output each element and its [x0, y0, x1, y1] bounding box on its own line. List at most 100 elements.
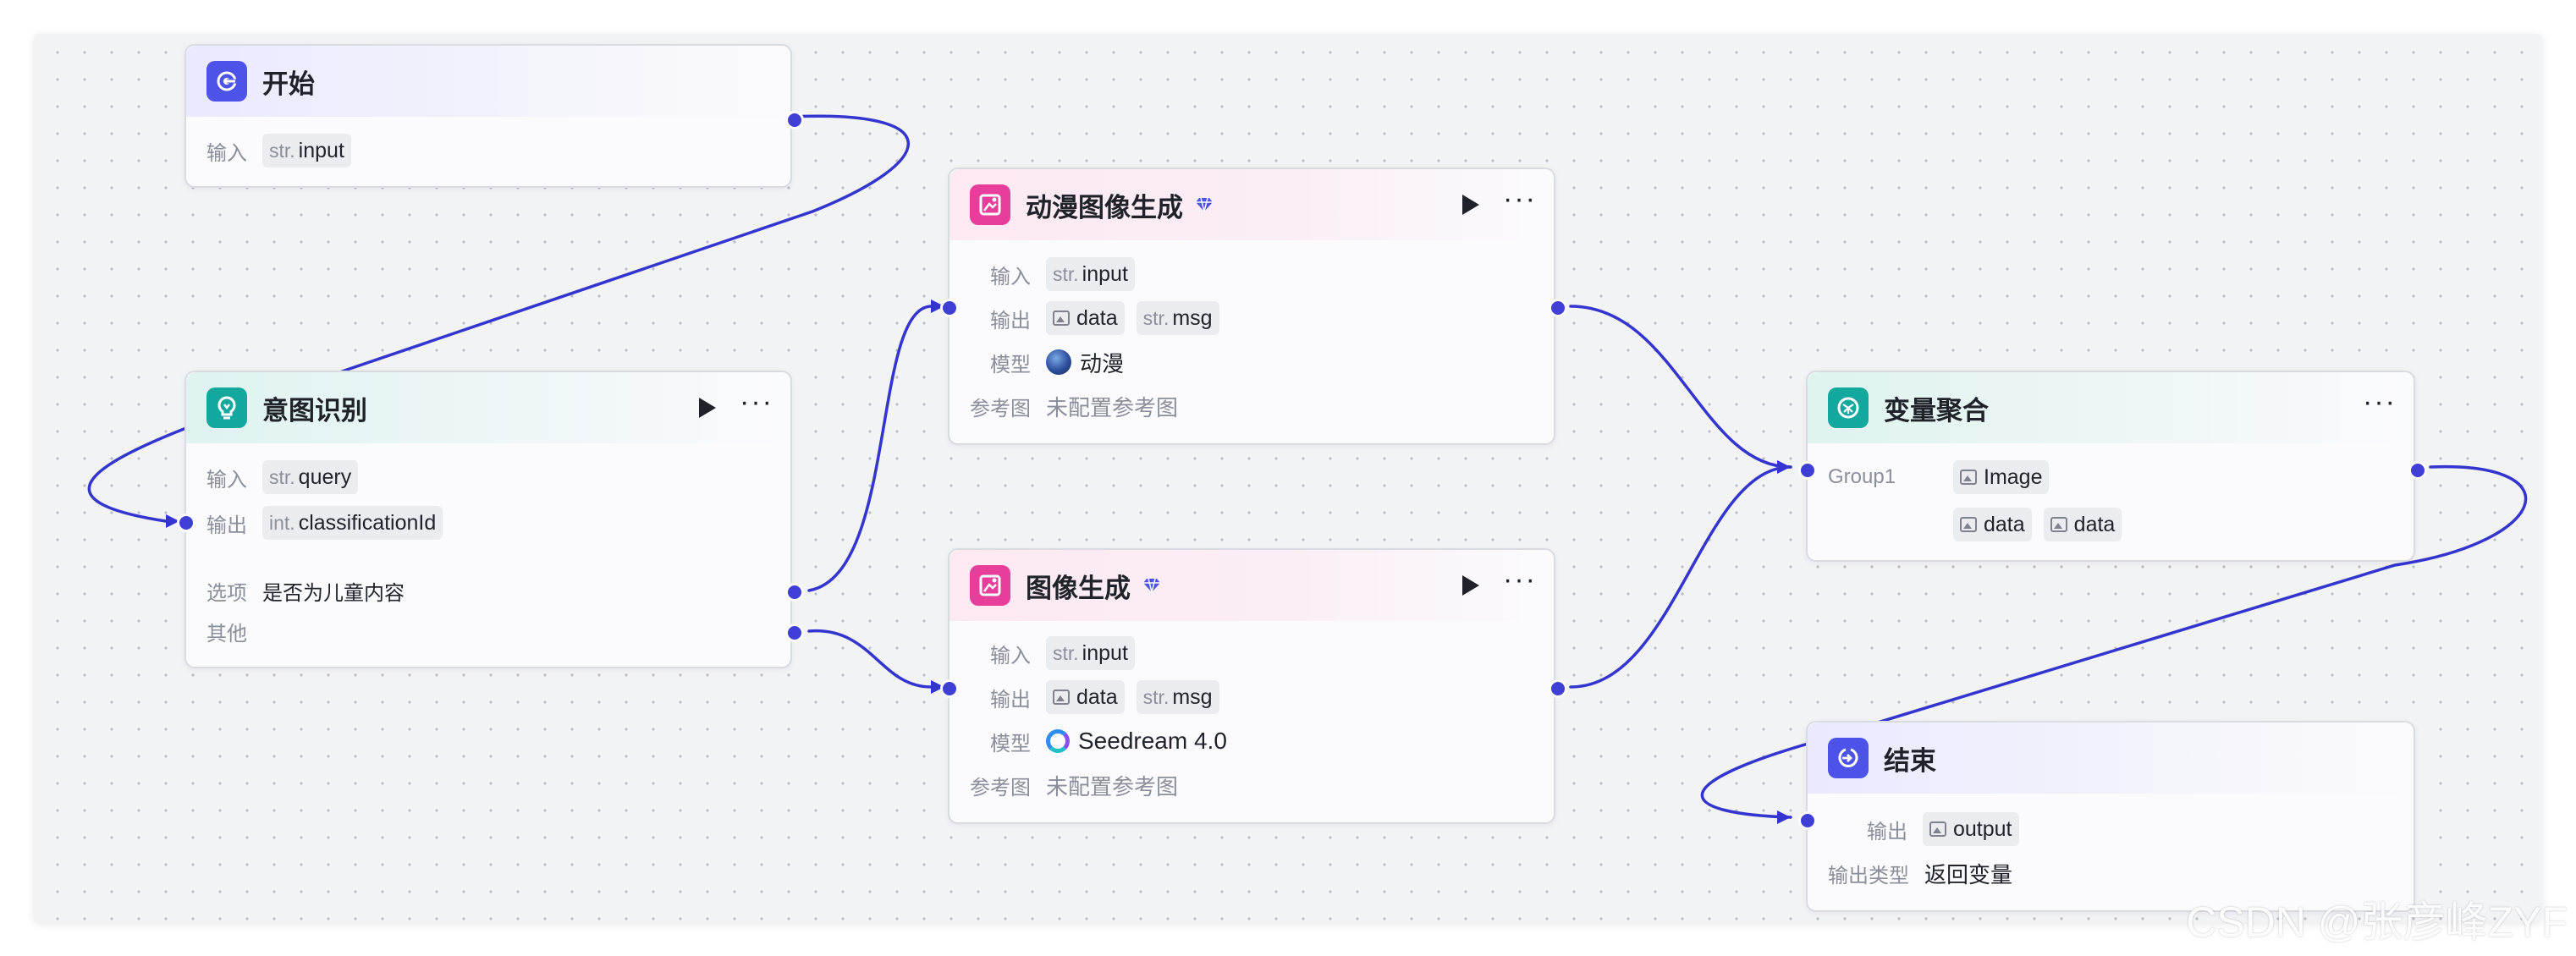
run-icon[interactable]	[1462, 195, 1479, 215]
node-header: 结束	[1808, 722, 2414, 794]
input-row: 输入 str.query	[206, 459, 370, 496]
input-label: 输入	[206, 136, 247, 166]
image-type-icon	[1960, 470, 1977, 485]
output-type-label: 输出类型	[1828, 859, 1909, 888]
start-icon	[206, 61, 247, 102]
variable-name: msg	[1172, 685, 1212, 710]
node-actions: ···	[2363, 372, 2397, 443]
output-port[interactable]	[785, 111, 804, 129]
more-icon[interactable]: ···	[1503, 565, 1537, 594]
variable-name: msg	[1172, 306, 1212, 331]
output-port[interactable]	[1549, 679, 1567, 698]
variable-tag: int.classificationId	[262, 506, 443, 540]
node-header: 图像生成 ···	[949, 550, 1554, 621]
type-prefix: str.	[1143, 307, 1170, 330]
node-end[interactable]: 结束 输出 output 输出类型 返回变量	[1806, 721, 2415, 912]
variable-tag: data	[1046, 301, 1125, 335]
option-value: 是否为儿童内容	[262, 576, 405, 606]
output-row: 输出 data str.msg	[990, 299, 1231, 337]
node-start[interactable]: 开始 输入 str.input	[184, 44, 792, 188]
variable-name: data	[1076, 306, 1118, 331]
output-port[interactable]	[2408, 461, 2427, 480]
output-type-value: 返回变量	[1924, 858, 2012, 889]
input-row: 输入 str.input	[990, 255, 1147, 293]
output-label: 输出	[990, 683, 1031, 712]
type-prefix: str.	[269, 466, 295, 489]
type-prefix: str.	[269, 140, 295, 162]
input-row: 输入 str.input	[990, 635, 1147, 672]
aggregate-icon	[1828, 387, 1869, 428]
node-title: 图像生成	[1026, 567, 1131, 605]
model-avatar-icon	[1046, 349, 1071, 375]
output-row: 输出 int.classificationId	[206, 504, 454, 541]
input-port[interactable]	[940, 679, 959, 698]
node-intent-recognition[interactable]: 意图识别 ··· 输入 str.query 输出 int.classificat…	[184, 371, 792, 668]
image-type-icon	[1053, 310, 1070, 326]
output-port[interactable]	[1549, 299, 1567, 317]
node-image-generation[interactable]: 图像生成 ··· 输入 str.input 输出 data str.msg 模型…	[948, 548, 1555, 824]
variable-tag: data	[1953, 508, 2032, 541]
type-prefix: str.	[1143, 686, 1170, 709]
premium-gem-icon	[1142, 578, 1161, 593]
run-icon[interactable]	[1462, 575, 1479, 596]
input-port[interactable]	[1798, 461, 1817, 480]
type-prefix: str.	[1053, 642, 1079, 665]
node-header: 意图识别 ···	[186, 372, 790, 443]
output-row: 输出 data str.msg	[990, 679, 1231, 716]
reference-row: 参考图 未配置参考图	[970, 387, 1178, 425]
model-row: 模型 Seedream 4.0	[990, 722, 1227, 760]
type-prefix: str.	[1053, 263, 1079, 286]
input-port[interactable]	[940, 299, 959, 317]
reference-value: 未配置参考图	[1046, 770, 1178, 801]
variable-name: data	[1076, 685, 1118, 710]
model-value: Seedream 4.0	[1078, 728, 1227, 755]
input-label: 输入	[206, 463, 247, 492]
variable-name: Image	[1984, 465, 2042, 490]
variable-name: input	[299, 139, 344, 163]
variable-tag: str.query	[262, 460, 358, 494]
run-icon[interactable]	[699, 398, 716, 418]
input-label: 输入	[990, 639, 1031, 668]
variable-name: input	[1082, 262, 1128, 287]
variable-tag: output	[1923, 812, 2019, 846]
other-output-port[interactable]	[785, 624, 804, 642]
variable-name: query	[299, 465, 352, 490]
group-vars-row: data data	[1953, 506, 2133, 543]
node-variable-aggregate[interactable]: 变量聚合 ··· Group1 Image data data	[1806, 371, 2415, 562]
image-generate-icon	[970, 565, 1010, 606]
node-actions: ···	[1462, 550, 1537, 621]
variable-name: data	[1984, 513, 2025, 537]
variable-name: output	[1953, 817, 2012, 842]
output-label: 输出	[206, 508, 247, 538]
model-label: 模型	[990, 348, 1031, 377]
variable-tag: str.input	[262, 134, 351, 168]
node-header: 开始	[186, 46, 790, 117]
input-port[interactable]	[1798, 811, 1817, 830]
input-port[interactable]	[177, 514, 195, 532]
seedream-logo-icon	[1046, 729, 1070, 753]
more-icon[interactable]: ···	[740, 387, 773, 416]
node-anime-image-generation[interactable]: 动漫图像生成 ··· 输入 str.input 输出 data str.msg …	[948, 168, 1555, 445]
variable-name: input	[1082, 641, 1128, 666]
image-type-icon	[1053, 690, 1070, 705]
node-title: 变量聚合	[1884, 389, 1989, 427]
reference-value: 未配置参考图	[1046, 391, 1178, 422]
node-title: 开始	[262, 63, 315, 101]
variable-tag: str.msg	[1137, 680, 1219, 714]
more-icon[interactable]: ···	[2363, 387, 2397, 416]
variable-tag: Image	[1953, 460, 2049, 494]
option-label: 选项	[206, 576, 247, 606]
group-row: Group1 Image	[1828, 459, 2061, 496]
lightbulb-icon	[206, 387, 247, 428]
more-icon[interactable]: ···	[1503, 184, 1537, 213]
node-title: 意图识别	[262, 389, 367, 427]
input-label: 输入	[990, 260, 1031, 289]
reference-label: 参考图	[970, 392, 1031, 421]
model-label: 模型	[990, 727, 1031, 756]
variable-tag: str.msg	[1137, 301, 1219, 335]
option-output-port[interactable]	[785, 583, 804, 602]
node-header: 动漫图像生成 ···	[949, 169, 1554, 240]
model-row: 模型 动漫	[990, 343, 1124, 381]
variable-tag: str.input	[1046, 636, 1135, 670]
output-label: 输出	[990, 304, 1031, 333]
